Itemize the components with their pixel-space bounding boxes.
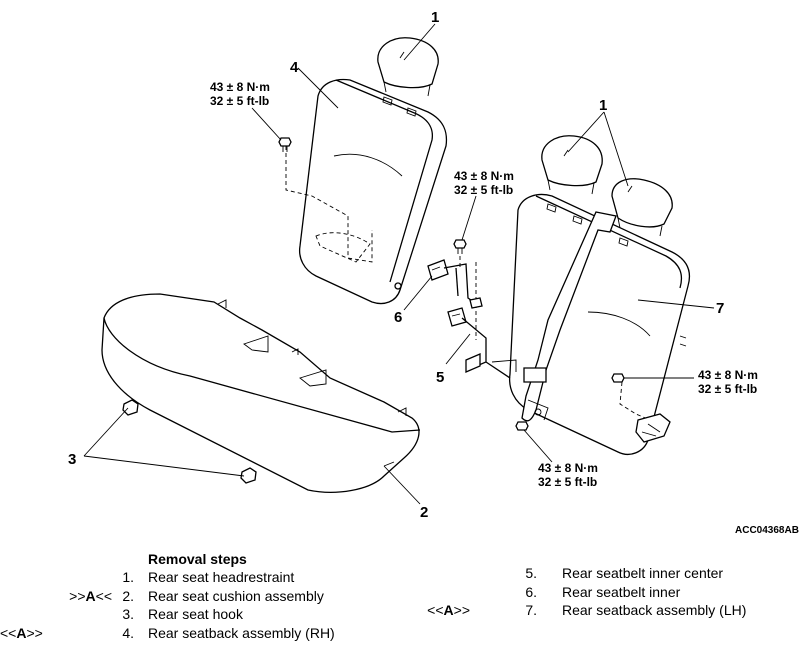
step-text: Rear seat hook — [148, 606, 243, 622]
removal-step: 5. Rear seatbelt inner center — [420, 564, 810, 583]
step-mark: <<A>> — [427, 602, 470, 618]
leader-lines — [83, 23, 715, 505]
callout-1-left: 1 — [431, 9, 439, 26]
step-index: 3. — [122, 606, 134, 622]
seatback-lh — [508, 193, 691, 455]
callout-5: 5 — [436, 369, 444, 386]
removal-step: >>A<< 2. Rear seat cushion assembly — [0, 587, 420, 606]
removal-step: 6. Rear seatbelt inner — [420, 583, 810, 602]
seatback-latch — [635, 413, 671, 443]
seatback-rh — [285, 78, 448, 305]
seatbelt-strap — [521, 211, 617, 422]
step-text: Rear seatbelt inner — [562, 583, 681, 600]
bolt-lh-lower — [515, 421, 553, 463]
seat-hook-rear — [240, 467, 257, 484]
step-mark: <<A>> — [0, 624, 43, 641]
callout-4: 4 — [290, 59, 299, 76]
seatbelt-inner — [427, 259, 475, 303]
callout-6: 6 — [394, 309, 402, 326]
step-mark: >>A<< — [69, 587, 112, 604]
torque-belt-nm: 43 ± 8 N·m — [454, 169, 514, 183]
step-text: Rear seat headrestraint — [148, 569, 295, 585]
torque-lh-lower-nm: 43 ± 8 N·m — [538, 461, 598, 475]
step-index: 5. — [525, 565, 537, 581]
seatbelt-inner-center — [447, 307, 517, 379]
step-index: 6. — [525, 583, 537, 600]
exploded-seat-diagram: 1 4 1 6 7 5 3 2 43 ± 8 N·m 32 ± 5 ft-lb … — [68, 9, 799, 536]
step-text: Rear seat cushion assembly — [148, 587, 324, 604]
removal-steps-left: Removal steps 1. Rear seat headrestraint… — [0, 550, 420, 645]
step-index: 4. — [122, 624, 134, 641]
removal-steps-right: 5. Rear seatbelt inner center 6. Rear se… — [420, 564, 810, 624]
torque-belt-ftlb: 32 ± 5 ft-lb — [454, 183, 513, 197]
torque-rh-ftlb: 32 ± 5 ft-lb — [210, 94, 269, 108]
headrest-rh — [377, 37, 439, 97]
headrest-lh-outer — [611, 178, 673, 237]
removal-step: 3. Rear seat hook — [0, 605, 420, 624]
removal-step: <<A>> 7. Rear seatback assembly (LH) — [420, 601, 810, 620]
step-text: Rear seatback assembly (RH) — [148, 624, 335, 641]
step-index: 7. — [525, 602, 537, 618]
step-text: Rear seatback assembly (LH) — [562, 602, 747, 618]
bolt-lh-side — [611, 373, 694, 383]
callout-2: 2 — [420, 504, 428, 521]
step-index: 2. — [122, 587, 134, 604]
seat-hook-front — [122, 399, 139, 416]
step-text: Rear seatbelt inner center — [562, 565, 724, 581]
torque-rh-nm: 43 ± 8 N·m — [210, 80, 270, 94]
torque-lh-side-nm: 43 ± 8 N·m — [698, 368, 758, 382]
figure-code: ACC04368AB — [735, 525, 799, 536]
seat-cushion — [101, 293, 421, 493]
step-index: 1. — [122, 569, 134, 585]
callout-3: 3 — [68, 451, 76, 468]
removal-step: 1. Rear seat headrestraint — [0, 568, 420, 587]
torque-lh-side-ftlb: 32 ± 5 ft-lb — [698, 382, 757, 396]
torque-lh-lower-ftlb: 32 ± 5 ft-lb — [538, 475, 597, 489]
callout-1-right: 1 — [599, 97, 607, 114]
removal-step: <<A>> 4. Rear seatback assembly (RH) — [0, 624, 420, 643]
bolt-rh-seatback — [251, 107, 292, 152]
headrest-lh-center — [541, 135, 603, 195]
removal-steps-heading: Removal steps — [148, 551, 247, 567]
bolt-seatbelt — [453, 195, 483, 340]
callout-7: 7 — [716, 300, 724, 317]
